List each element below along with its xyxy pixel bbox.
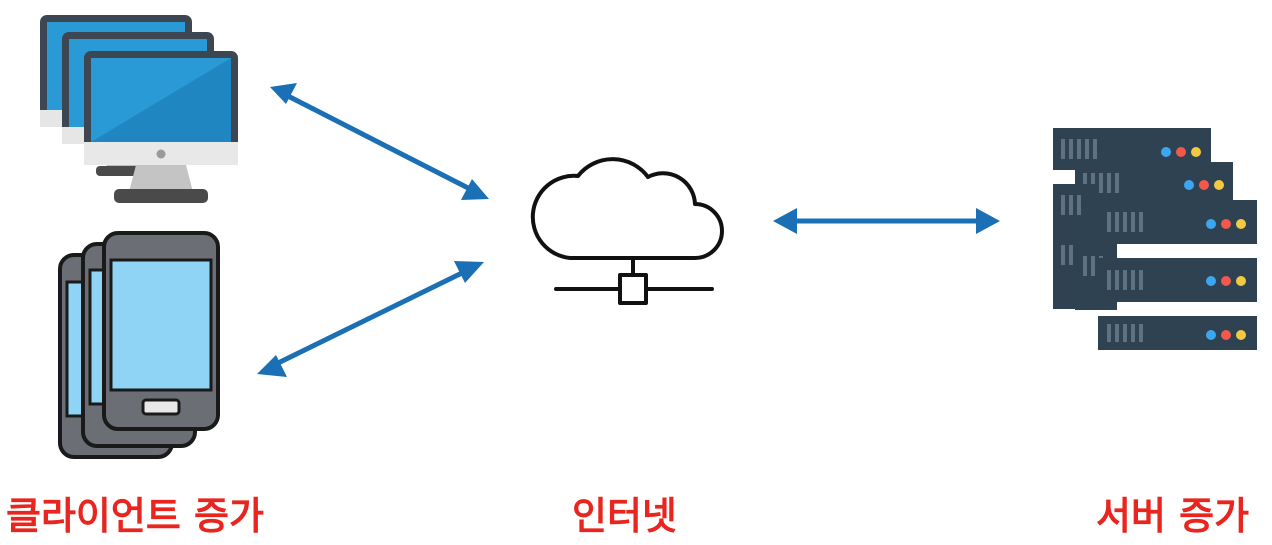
server-unit	[1075, 162, 1233, 204]
network-diagram	[40, 15, 1257, 459]
monitor-front	[84, 51, 238, 203]
servers-label: 서버 증가	[1096, 494, 1250, 538]
server-rack-icon	[1053, 128, 1257, 350]
arrow-internet-servers	[773, 208, 1000, 234]
server-unit	[1098, 316, 1257, 350]
desktop-monitors-icon	[40, 15, 238, 203]
clients-label: 클라이언트 증가	[6, 494, 264, 538]
server-unit	[1098, 200, 1257, 244]
phone-front	[102, 231, 220, 431]
cloud-shape	[530, 157, 724, 260]
arrow-mobile-internet	[257, 261, 484, 377]
network-node	[618, 273, 648, 305]
cloud-network-icon	[530, 157, 724, 305]
internet-label: 인터넷	[572, 494, 677, 538]
arrow-desktop-internet	[270, 83, 489, 200]
server-unit	[1098, 258, 1257, 302]
smartphones-icon	[58, 231, 220, 459]
